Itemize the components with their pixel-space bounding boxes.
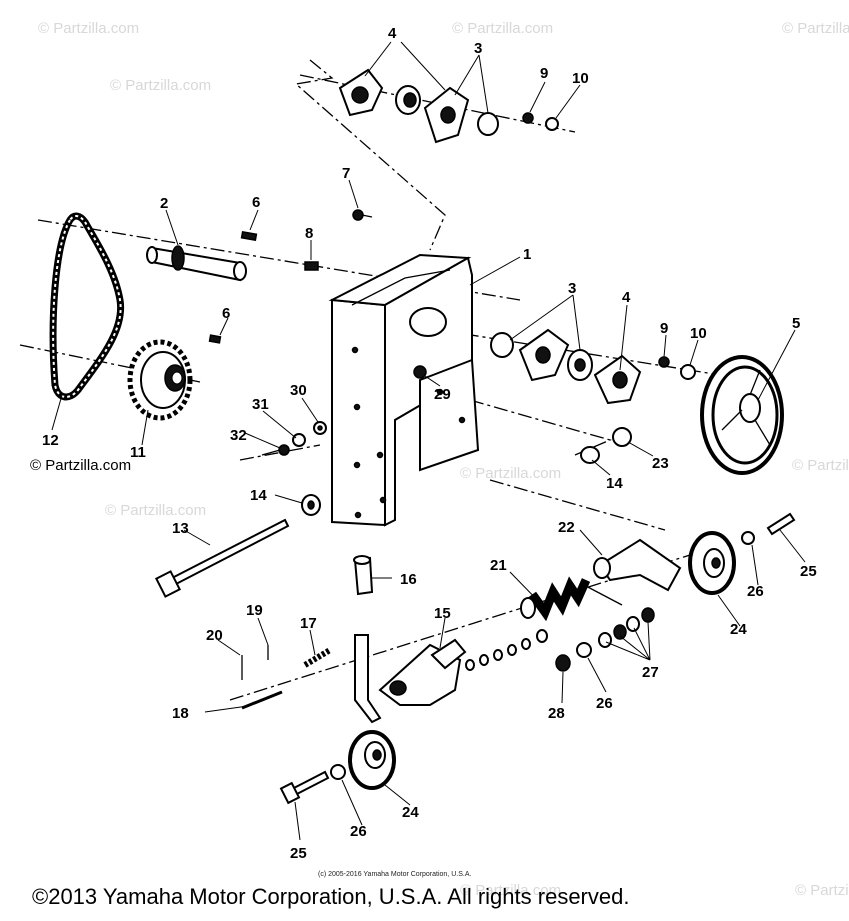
callout-21: 21 — [490, 557, 507, 574]
callout-4: 4 — [622, 289, 631, 306]
watermark: © Partzilla.com — [38, 20, 139, 37]
small-copyright: (c) 2005-2016 Yamaha Motor Corporation, … — [318, 871, 471, 878]
watermark: © Partzilla.com — [795, 882, 849, 899]
callout-15: 15 — [434, 605, 451, 622]
callout-27: 27 — [642, 664, 659, 681]
callout-30: 30 — [290, 382, 307, 399]
watermark: © Partzilla.com — [460, 465, 561, 482]
callout-22: 22 — [558, 519, 575, 536]
callout-3: 3 — [474, 40, 482, 57]
callout-26: 26 — [350, 823, 367, 840]
lower-axis-line — [439, 329, 721, 376]
callout-10: 10 — [690, 325, 707, 342]
callout-18: 18 — [172, 705, 189, 722]
arm-guide-line — [489, 479, 666, 531]
callout-26: 26 — [747, 583, 764, 600]
small-fasteners — [261, 209, 427, 456]
watermark: © Partzilla.com — [105, 502, 206, 519]
right-bearing-assembly — [490, 328, 696, 405]
small-hardware — [241, 607, 655, 710]
drive-shaft — [146, 230, 258, 344]
callout-24: 24 — [730, 621, 747, 638]
idler-pulley-right — [688, 512, 796, 595]
callout-2: 2 — [160, 195, 168, 212]
callout-7: 7 — [342, 165, 350, 182]
main-bracket — [328, 253, 480, 527]
spring-and-arm — [520, 538, 682, 622]
callout-12: 12 — [42, 432, 59, 449]
watermark: © Partzilla.com — [792, 457, 849, 474]
upper-bearing-assembly — [338, 68, 559, 144]
callout-10: 10 — [572, 70, 589, 87]
callout-6: 6 — [222, 305, 230, 322]
callout-1: 1 — [523, 246, 531, 263]
callout-20: 20 — [206, 627, 223, 644]
callout-32: 32 — [230, 427, 247, 444]
watermark: © Partzilla.com — [452, 20, 553, 37]
callout-28: 28 — [548, 705, 565, 722]
callout-16: 16 — [400, 571, 417, 588]
sprocket — [127, 339, 193, 421]
callout-8: 8 — [305, 225, 313, 242]
idler-pulley-left — [279, 730, 396, 805]
callout-17: 17 — [300, 615, 317, 632]
callout-4: 4 — [388, 25, 397, 42]
leader-lines — [51, 41, 806, 841]
callout-25: 25 — [290, 845, 307, 862]
callout-25: 25 — [800, 563, 817, 580]
large-pulley — [700, 355, 784, 475]
callout-13: 13 — [172, 520, 189, 537]
callout-6: 6 — [252, 194, 260, 211]
callout-14: 14 — [250, 487, 267, 504]
copyright-notice: ©2013 Yamaha Motor Corporation, U.S.A. A… — [32, 884, 630, 909]
watermark: © Partzilla.com — [30, 457, 131, 474]
long-bolt — [154, 518, 290, 598]
callout-labels: 4 3 9 10 7 2 6 8 1 6 3 4 9 10 5 29 30 31… — [42, 25, 817, 862]
callout-3: 3 — [568, 280, 576, 297]
watermark: © Partzilla.com — [782, 20, 849, 37]
watermark-layer: © Partzilla.com © Partzilla.com © Partzi… — [30, 20, 849, 899]
callout-24: 24 — [402, 804, 419, 821]
callout-11: 11 — [130, 444, 146, 461]
callout-19: 19 — [246, 602, 263, 619]
bolt-axis-line — [239, 444, 321, 461]
drive-chain — [49, 212, 125, 401]
callout-5: 5 — [792, 315, 800, 332]
callout-9: 9 — [660, 320, 668, 337]
watermark: © Partzilla.com — [460, 882, 561, 899]
callout-31: 31 — [252, 396, 269, 413]
callout-23: 23 — [652, 455, 669, 472]
callout-26: 26 — [596, 695, 613, 712]
idler-assembly — [353, 555, 467, 724]
callout-9: 9 — [540, 65, 548, 82]
callout-29: 29 — [434, 386, 451, 403]
washers — [301, 427, 632, 516]
upper-bearing-guide-line — [294, 59, 446, 251]
callout-14: 14 — [606, 475, 623, 492]
watermark: © Partzilla.com — [110, 77, 211, 94]
